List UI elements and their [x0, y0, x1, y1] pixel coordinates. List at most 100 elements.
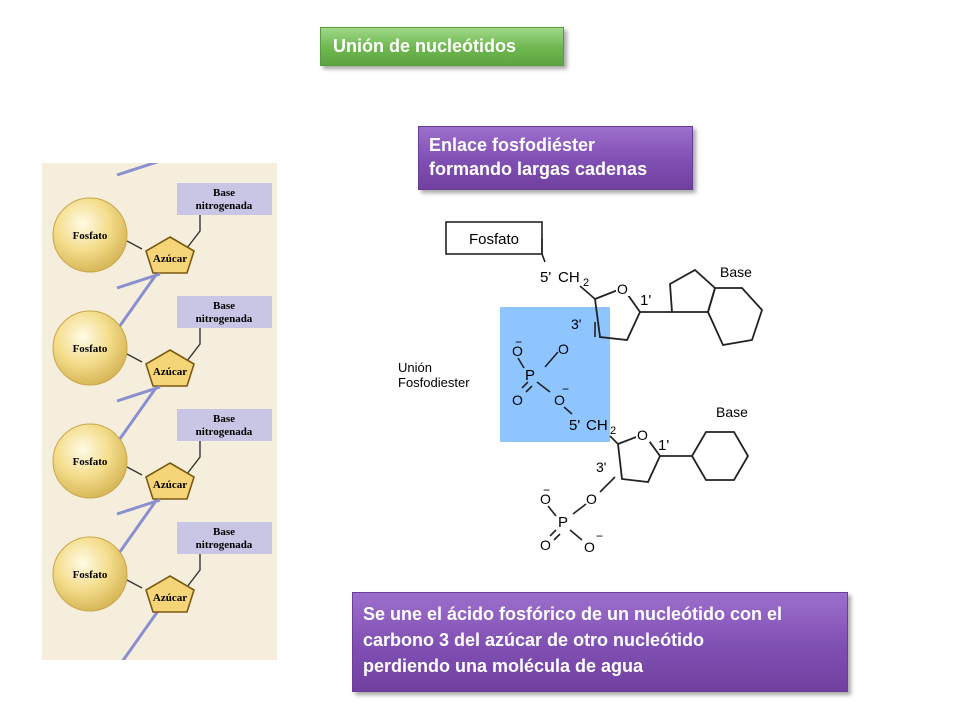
- upper-base-label: Base: [720, 264, 752, 280]
- sugar-label: Azúcar: [153, 253, 187, 265]
- sugar-base-connector: [186, 439, 201, 475]
- sugar-pentagon: [145, 236, 195, 274]
- union-label-line2: Fosfodiester: [398, 375, 470, 390]
- phosphodiester-callout: Enlace fosfodiéster formando largas cade…: [418, 126, 693, 190]
- o-p-upper-bond: [544, 351, 559, 368]
- base-box: [177, 183, 272, 215]
- callout-bottom-line2: carbono 3 del azúcar de otro nucleótido: [363, 630, 705, 650]
- base-box: [177, 296, 272, 328]
- lower-p-double-bond-2: [553, 533, 561, 541]
- sugar-label: Azúcar: [153, 592, 187, 604]
- base-label-line2: nitrogenada: [196, 426, 253, 438]
- lower-phosphorus: P: [558, 514, 568, 531]
- phosphodiester-bond-diagram: Fosfato 5' CH 2 O 1' 3' Base O P O − O O…: [398, 221, 764, 555]
- upper-ch-sub: 2: [583, 277, 589, 289]
- phosphate-charge-1: −: [515, 335, 522, 349]
- lower-ch2-bond: [609, 435, 619, 445]
- lower-phosphate-o1: O: [540, 491, 551, 507]
- base-box: [177, 409, 272, 441]
- lower-o-p-bond: [572, 503, 587, 515]
- lower-c3-oxygen: O: [586, 491, 597, 507]
- lower-ch: CH: [586, 417, 608, 434]
- callout-top-line1: Enlace fosfodiéster: [429, 135, 596, 155]
- p-double-o-bond-1: [521, 381, 529, 389]
- phosphate-sugar-bond: [126, 240, 143, 250]
- phosphate-label: Fosfato: [73, 343, 108, 355]
- title-callout: Unión de nucleótidos: [320, 27, 564, 66]
- base-label-line1: Base: [213, 187, 235, 199]
- sugar-base-connector: [186, 213, 201, 249]
- lower-phosphate-o3: O: [584, 539, 595, 555]
- lower-1-prime: 1': [658, 437, 669, 454]
- upper-ch2-bond: [579, 285, 596, 300]
- sugar-label: Azúcar: [153, 366, 187, 378]
- phosphate-sphere: [52, 536, 128, 612]
- sugar-pentagon: [145, 575, 195, 613]
- base-label-line1: Base: [213, 300, 235, 312]
- backbone-segment-top: [116, 498, 161, 516]
- phosphate-label: Fosfato: [73, 230, 108, 242]
- upper-ch: CH: [558, 269, 580, 286]
- phosphate-double-o: O: [512, 392, 523, 408]
- lower-c3-o-bond: [599, 476, 616, 493]
- union-label-line1: Unión: [398, 360, 432, 375]
- sugar-pentagon: [145, 462, 195, 500]
- phosphate-sphere: [52, 197, 128, 273]
- base-label-line2: nitrogenada: [196, 313, 253, 325]
- phosphate-sugar-bond: [126, 579, 143, 589]
- lower-base-label: Base: [716, 404, 748, 420]
- backbone-segment-top: [116, 272, 161, 290]
- base-box: [177, 522, 272, 554]
- upper-ring-oxygen: O: [617, 281, 628, 297]
- lower-p-double-bond-1: [549, 529, 557, 537]
- p-o-lower-bond: [536, 381, 551, 393]
- phosphate-charge-2: −: [562, 382, 569, 396]
- upper-ring-o-mask: [616, 280, 630, 296]
- nucleotide-chain-diagram: BasenitrogenadaFosfatoAzúcarBasenitrogen…: [52, 163, 272, 660]
- sugar-base-connector: [186, 326, 201, 362]
- lower-ring-o-mask: [636, 426, 650, 442]
- phosphate-label: Fosfato: [73, 456, 108, 468]
- phosphorus: P: [525, 367, 535, 384]
- phosphate-label: Fosfato: [73, 569, 108, 581]
- lower-phosphate-o2: O: [540, 537, 551, 553]
- base-label-line1: Base: [213, 413, 235, 425]
- phosphate-o-minus: O: [512, 343, 523, 359]
- backbone-segment-top: [116, 163, 159, 177]
- upper-5-prime: 5': [540, 269, 551, 286]
- upper-base-hexagon: [707, 287, 764, 347]
- sugar-base-connector: [186, 552, 201, 588]
- upper-base-pentagon: [669, 268, 717, 313]
- p-double-o-bond-2: [525, 385, 533, 393]
- title-text: Unión de nucleótidos: [333, 36, 516, 56]
- fosfato-box-label: Fosfato: [469, 231, 519, 248]
- upper-1-prime: 1': [640, 292, 651, 309]
- p-o-minus-bond: [517, 357, 525, 369]
- nucleotide-units: BasenitrogenadaFosfatoAzúcarBasenitrogen…: [52, 163, 272, 660]
- lower-5-prime: 5': [569, 417, 580, 434]
- lower-ch-sub: 2: [610, 425, 616, 437]
- lower-3-prime: 3': [596, 459, 606, 475]
- lower-ring-oxygen: O: [637, 427, 648, 443]
- lower-p-o3-bond: [569, 529, 583, 541]
- phosphate-sugar-bond: [126, 353, 143, 363]
- backbone-segment-top: [116, 385, 161, 403]
- explanation-callout: Se une el ácido fosfórico de un nucleóti…: [352, 592, 848, 692]
- phosphate-sphere: [52, 310, 128, 386]
- fosfato-bond: [541, 238, 546, 263]
- callout-bottom-line1: Se une el ácido fosfórico de un nucleóti…: [363, 604, 783, 624]
- lower-phosphate-charge-1: −: [543, 483, 550, 497]
- phosphate-sphere: [52, 423, 128, 499]
- callout-top-line2: formando largas cadenas: [429, 159, 648, 179]
- sugar-pentagon: [145, 349, 195, 387]
- upper-3-prime: 3': [571, 316, 581, 332]
- lower-base-hexagon: [690, 431, 750, 481]
- callout-bottom-line3: perdiendo una molécula de agua: [363, 656, 644, 676]
- bridge-oxygen-upper: O: [558, 341, 569, 357]
- sugar-label: Azúcar: [153, 479, 187, 491]
- base-label-line2: nitrogenada: [196, 539, 253, 551]
- phosphodiester-highlight: [500, 307, 610, 442]
- o-c5-lower-bond: [563, 406, 573, 415]
- lower-p-o1-bond: [547, 505, 557, 517]
